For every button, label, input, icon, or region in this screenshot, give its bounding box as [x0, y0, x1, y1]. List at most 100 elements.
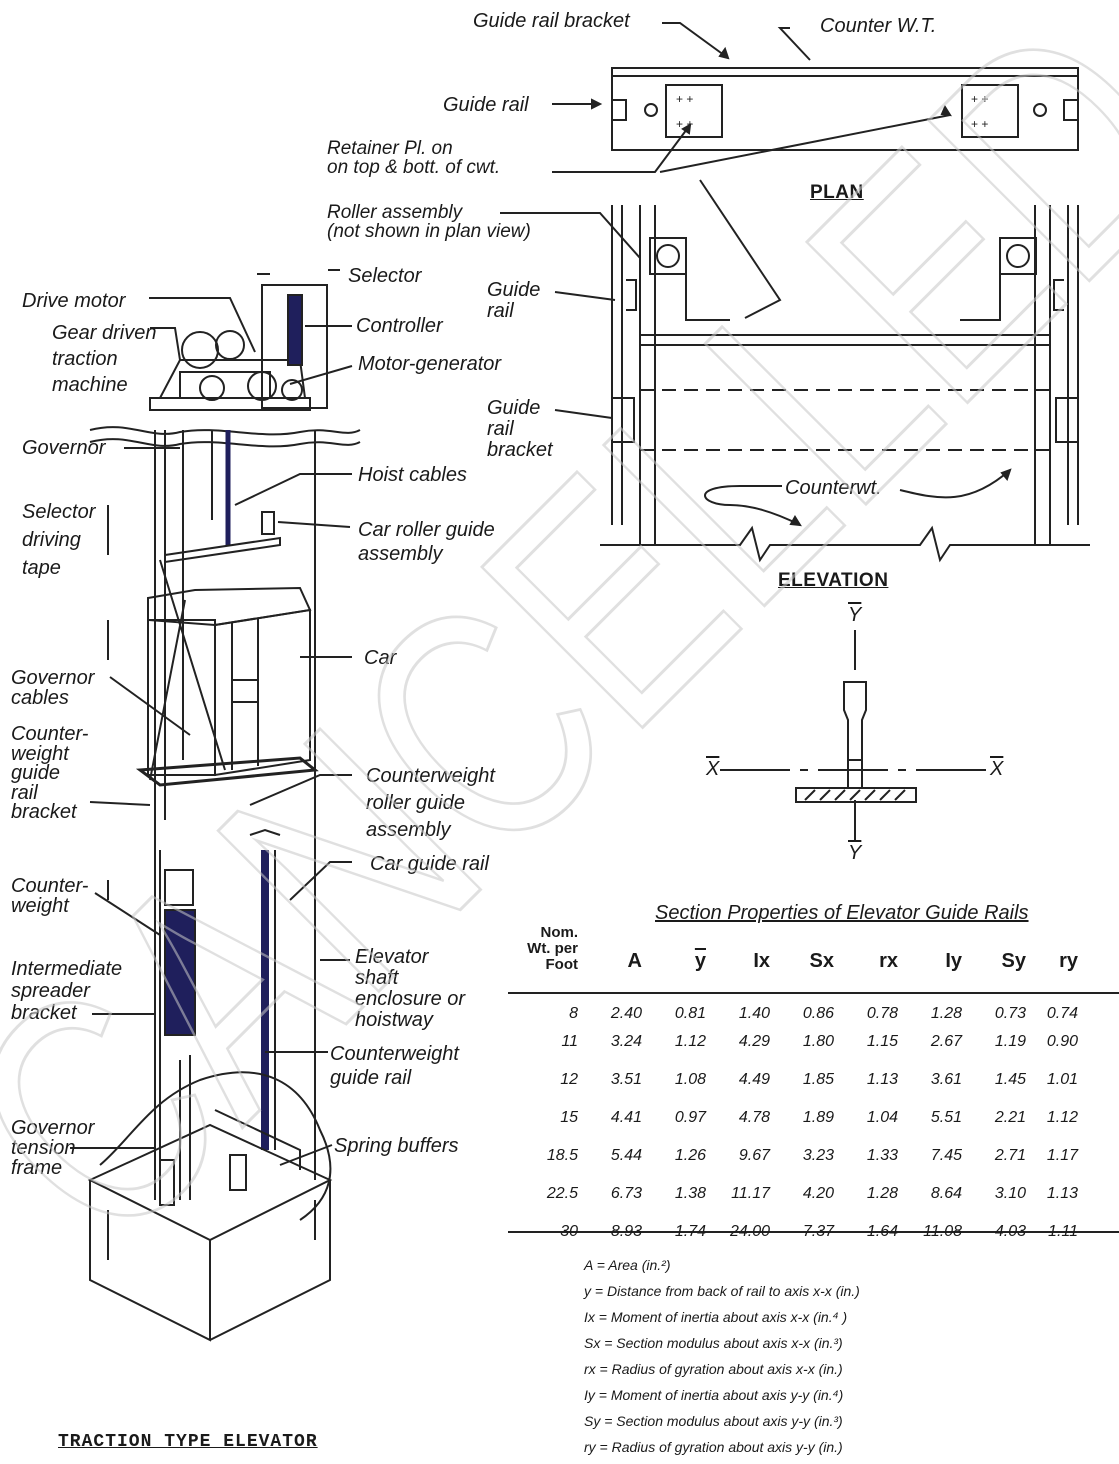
- table-row: 12 3.51 1.08 4.49 1.85 1.13 3.61 1.45 1.…: [510, 1061, 1084, 1099]
- label-spring-buffers: Spring buffers: [334, 1135, 459, 1157]
- plan-view: + + + + + + + +: [611, 67, 1079, 151]
- table-cell: 6.73: [610, 1185, 642, 1202]
- table-cell: 0.78: [866, 1005, 898, 1022]
- table-cell: 7.37: [802, 1223, 834, 1240]
- table-header-row: Nom. Wt. per Foot A y Ix Sx rx Iy Sy ry: [510, 925, 1084, 973]
- header-ry: ry: [1059, 950, 1078, 972]
- svg-text:+ +: + +: [676, 92, 693, 106]
- axis-y-bottom: Y: [848, 842, 862, 864]
- label-drive-motor: Drive motor: [22, 290, 126, 312]
- header-rx: rx: [879, 950, 898, 972]
- table-cell: 1.19: [994, 1033, 1026, 1050]
- label-controller: Controller: [356, 315, 443, 337]
- table-cell: 1.13: [1046, 1185, 1078, 1202]
- table-cell: 24.00: [729, 1223, 770, 1240]
- table-cell: 3.24: [610, 1033, 642, 1050]
- table-row: 11 3.24 1.12 4.29 1.80 1.15 2.67 1.19 0.…: [510, 1023, 1084, 1061]
- table-cell: 3.61: [930, 1071, 962, 1088]
- table-cell: 4.03: [994, 1223, 1026, 1240]
- table-cell: 5.44: [610, 1147, 642, 1164]
- label-intermediate-spreader: Intermediate spreader bracket: [11, 958, 123, 1024]
- table-cell: 1.45: [994, 1071, 1026, 1088]
- table-cell: 2.21: [994, 1109, 1026, 1126]
- header-Sy: Sy: [1001, 950, 1026, 972]
- table-title: Section Properties of Elevator Guide Rai…: [655, 902, 1029, 924]
- note-line: A = Area (in.²): [584, 1257, 671, 1273]
- label-car-guide-rail: Car guide rail: [370, 853, 489, 875]
- svg-text:+ +: + +: [971, 117, 988, 131]
- table-cell: 1.28: [930, 1005, 962, 1022]
- table-cell: 7.45: [930, 1147, 962, 1164]
- label-counterweight: Counter- weight: [11, 875, 89, 917]
- header-y: y: [694, 950, 706, 972]
- table-cell: 0.90: [1046, 1033, 1078, 1050]
- table-cell: 18.5: [546, 1147, 578, 1164]
- table-cell: 1.74: [674, 1223, 706, 1240]
- header-Iy: Iy: [945, 950, 962, 972]
- table-cell: 3.51: [610, 1071, 642, 1088]
- label-governor-tension-frame: Governor tension frame: [11, 1117, 95, 1179]
- table-cell: 1.26: [674, 1147, 706, 1164]
- label-car: Car: [364, 647, 397, 669]
- traction-elevator-drawing: [87, 284, 361, 1342]
- label-car-roller-guide: Car roller guide assembly: [358, 519, 495, 565]
- axis-y-top: Y: [848, 604, 862, 626]
- table-cell: 1.11: [1048, 1223, 1078, 1240]
- table-cell: 1.85: [802, 1071, 834, 1088]
- section-properties-table: Nom. Wt. per Foot A y Ix Sx rx Iy Sy ry …: [510, 925, 1084, 1251]
- table-cell: 22.5: [546, 1185, 578, 1202]
- table-cell: 1.40: [738, 1005, 770, 1022]
- rail-section: [720, 630, 990, 840]
- label-plan-guide-rail-bracket: Guide rail bracket: [473, 10, 630, 32]
- table-cell: 0.73: [994, 1005, 1026, 1022]
- table-cell: 4.49: [738, 1071, 770, 1088]
- label-governor: Governor: [22, 437, 106, 459]
- svg-text:+ +: + +: [971, 92, 988, 106]
- note-line: Sy = Section modulus about axis y-y (in.…: [584, 1413, 843, 1429]
- note-line: y = Distance from back of rail to axis x…: [584, 1283, 860, 1299]
- note-line: ry = Radius of gyration about axis y-y (…: [584, 1439, 843, 1455]
- table-cell: 2.71: [994, 1147, 1026, 1164]
- table-cell: 1.38: [674, 1185, 706, 1202]
- label-counter-wt: Counter W.T.: [820, 15, 937, 37]
- label-elevator-shaft: Elevator shaft enclosure or hoistway: [355, 946, 466, 1031]
- table-cell: 1.04: [866, 1109, 898, 1126]
- table-cell: 3.23: [802, 1147, 834, 1164]
- table-cell: 1.80: [802, 1033, 834, 1050]
- table-cell: 1.17: [1046, 1147, 1078, 1164]
- label-plan-guide-rail: Guide rail: [443, 94, 529, 116]
- table-cell: 4.41: [610, 1109, 642, 1126]
- table-row: 8 2.40 0.81 1.40 0.86 0.78 1.28 0.73 0.7…: [510, 973, 1084, 1023]
- table-cell: 11.08: [923, 1223, 962, 1240]
- table-cell: 0.81: [674, 1005, 706, 1022]
- label-elev-guide-rail-bracket: Guide rail bracket: [487, 397, 553, 461]
- table-cell: 1.64: [866, 1223, 898, 1240]
- table-row: 22.5 6.73 1.38 11.17 4.20 1.28 8.64 3.10…: [510, 1175, 1084, 1213]
- table-cell: 1.12: [1046, 1109, 1078, 1126]
- table-cell: 12: [560, 1071, 578, 1088]
- table-cell: 5.51: [930, 1109, 962, 1126]
- label-counterwt: Counterwt.: [785, 477, 882, 499]
- label-governor-cables: Governor cables: [11, 667, 95, 709]
- axis-x-right: X: [990, 758, 1004, 780]
- table-cell: 9.67: [738, 1147, 770, 1164]
- table-cell: 0.86: [802, 1005, 834, 1022]
- table-cell: 1.33: [866, 1147, 898, 1164]
- header-A: A: [627, 950, 642, 972]
- elevator-title: TRACTION TYPE ELEVATOR: [58, 1432, 318, 1452]
- note-line: Ix = Moment of inertia about axis x-x (i…: [584, 1309, 848, 1325]
- label-selector: Selector: [348, 265, 422, 287]
- table-cell: 4.29: [738, 1033, 770, 1050]
- label-elev-guide-rail: Guide rail: [487, 279, 541, 322]
- note-line: Iy = Moment of inertia about axis y-y (i…: [584, 1387, 844, 1403]
- table-cell: 2.67: [930, 1033, 962, 1050]
- elevation-title: ELEVATION: [778, 570, 889, 591]
- table-cell: 1.28: [866, 1185, 898, 1202]
- label-gear-driven-machine: Gear driven traction machine: [52, 322, 157, 396]
- label-retainer-plate: Retainer Pl. on on top & bott. of cwt.: [327, 138, 501, 178]
- label-selector-driving-tape: Selector driving tape: [22, 501, 96, 579]
- table-row: 30 8.93 1.74 24.00 7.37 1.64 11.08 4.03 …: [510, 1213, 1084, 1251]
- table-cell: 2.40: [610, 1005, 642, 1022]
- table-row: 18.5 5.44 1.26 9.67 3.23 1.33 7.45 2.71 …: [510, 1137, 1084, 1175]
